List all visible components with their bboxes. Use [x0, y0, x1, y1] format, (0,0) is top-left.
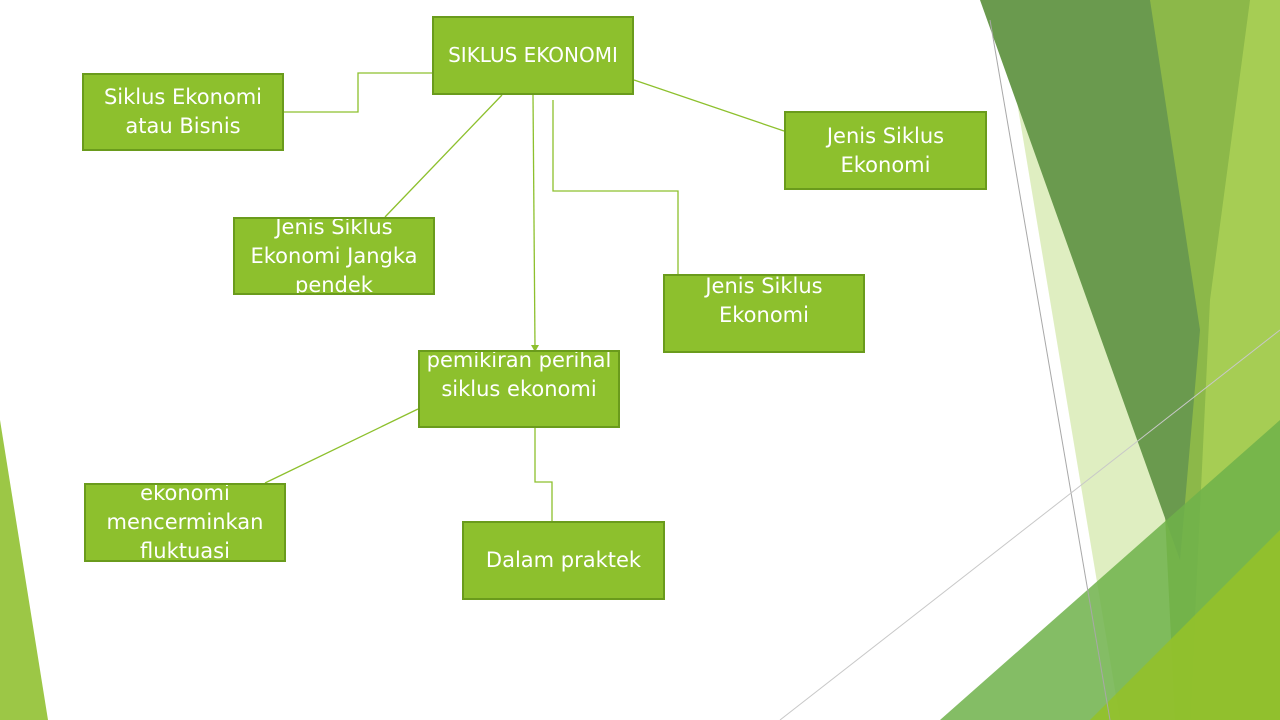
node-mid-right: Jenis Siklus Ekonomi: [663, 274, 865, 353]
connector-root-right: [633, 79, 785, 132]
decor-facet-bottom-light: [1090, 530, 1280, 720]
node-root-label: SIKLUS EKONOMI: [448, 43, 618, 67]
node-fluctuation: ekonomi mencerminkan fluktuasi: [84, 483, 286, 562]
node-thinking-label: pemikiran perihal siklus ekonomi: [426, 350, 612, 401]
node-short-term: Jenis Siklus Ekonomi Jangka pendek: [233, 217, 435, 295]
node-right: Jenis Siklus Ekonomi: [784, 111, 987, 190]
connector-root-midright: [552, 100, 679, 274]
node-right-label: Jenis Siklus Ekonomi: [826, 123, 945, 177]
node-thinking: pemikiran perihal siklus ekonomi: [418, 350, 620, 428]
node-practice-label: Dalam praktek: [485, 548, 642, 572]
connector-root-short: [384, 94, 503, 218]
decor-line-1: [989, 19, 1111, 720]
connector-thinking-fluct: [264, 408, 419, 484]
node-left-label: Siklus Ekonomi atau Bisnis: [103, 85, 263, 138]
connector-root-thinking: [532, 94, 536, 349]
node-mid-right-label: Jenis Siklus Ekonomi: [705, 274, 823, 327]
node-short-term-label: Jenis Siklus Ekonomi Jangka pendek: [250, 217, 418, 295]
connector-root-left: [284, 72, 432, 113]
connector-arrowhead: [531, 345, 539, 352]
node-practice: Dalam praktek: [462, 521, 665, 600]
decor-facet-left: [0, 420, 48, 720]
node-left: Siklus Ekonomi atau Bisnis: [82, 73, 284, 151]
decor-facet-dark: [980, 0, 1200, 560]
connector-thinking-practice: [534, 428, 553, 521]
node-fluctuation-label: ekonomi mencerminkan fluktuasi: [106, 483, 264, 562]
node-root: SIKLUS EKONOMI: [432, 16, 634, 95]
decor-line-2: [779, 329, 1280, 720]
